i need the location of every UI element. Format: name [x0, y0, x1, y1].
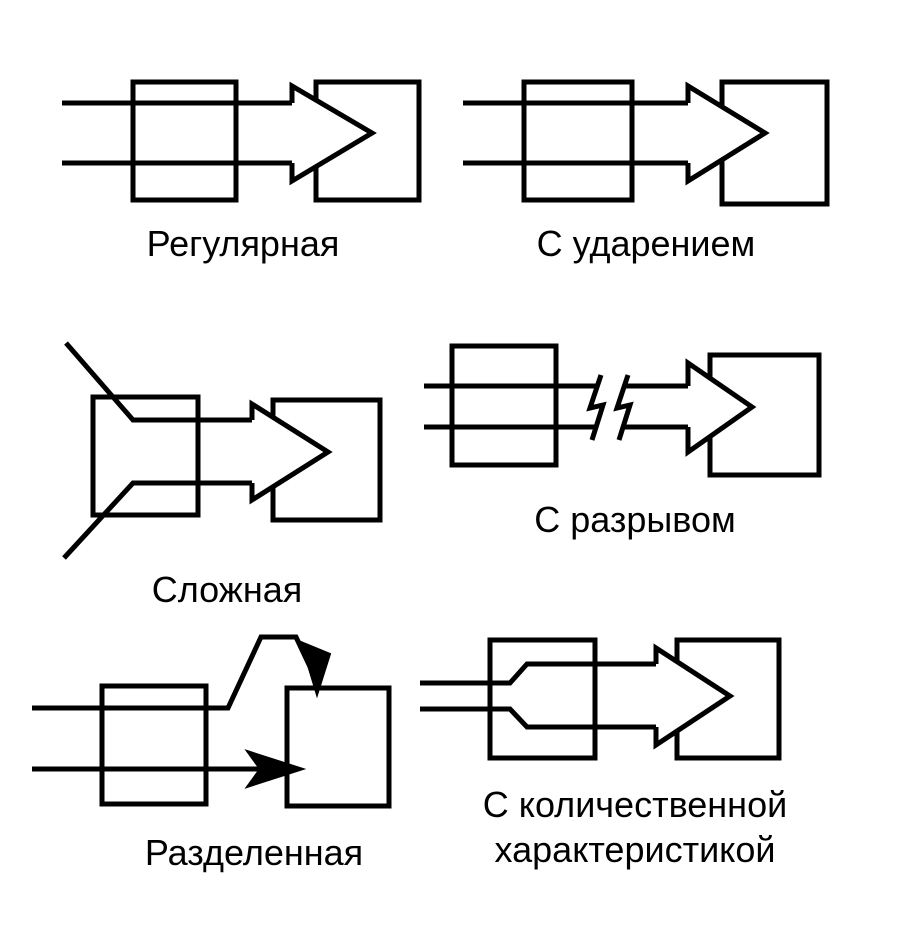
- emphasized-arrow-head: [685, 81, 770, 186]
- arrow-head: [653, 643, 735, 750]
- arrow-head-right: [244, 749, 307, 789]
- source-box: [449, 343, 559, 468]
- input-line-bottom: [420, 706, 656, 730]
- source-box: [130, 79, 239, 203]
- label-quantity-line2: характеристикой: [494, 829, 776, 870]
- input-line-upper: [32, 634, 316, 711]
- label-break: С разрывом: [534, 499, 736, 540]
- diagram-break: [424, 343, 822, 478]
- break-mark-left: [586, 374, 607, 441]
- label-emphasis: С ударением: [536, 223, 756, 264]
- input-line-bottom: [62, 480, 252, 560]
- label-complex: Сложная: [151, 569, 303, 610]
- diagram-emphasis: [463, 79, 830, 207]
- diagram-quantity: [420, 637, 782, 761]
- arrow-head: [289, 81, 377, 186]
- source-box: [521, 79, 635, 203]
- arrow-head-down: [299, 640, 332, 699]
- source-box: [99, 683, 209, 807]
- arrow-head: [685, 358, 757, 457]
- source-box: [487, 637, 598, 761]
- label-split: Разделенная: [144, 832, 364, 873]
- label-quantity-line1: С количественной: [482, 784, 788, 825]
- target-box: [284, 685, 392, 809]
- source-box: [90, 394, 201, 518]
- label-regular: Регулярная: [146, 223, 340, 264]
- diagram-split: [32, 634, 392, 809]
- diagram-complex: [62, 341, 383, 560]
- arrow-head: [249, 399, 333, 505]
- input-line-top: [420, 661, 656, 686]
- input-line-top: [64, 341, 252, 423]
- diagram-regular: [62, 79, 422, 203]
- break-mark-right: [613, 374, 634, 441]
